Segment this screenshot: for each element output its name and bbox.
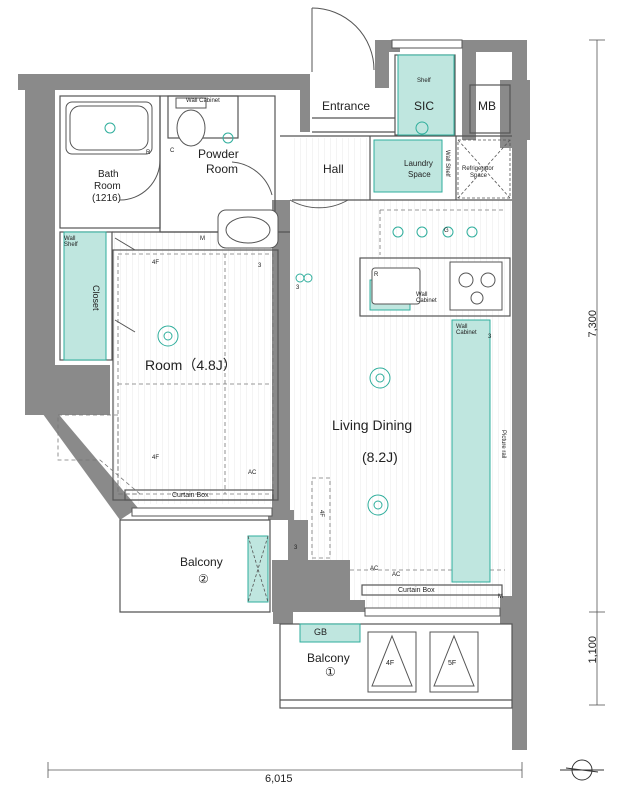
marker-m-b: M [498,594,503,600]
wall-shelf-closet [63,231,107,361]
fixtures [63,54,491,643]
lights [104,121,478,516]
marker-4f-b: 4F [152,455,160,461]
stair-4f-label: 4F [386,660,395,667]
living-dining-label-1: Living Dining [332,417,413,433]
dimension-width: 6,015 [265,773,293,785]
sic-label: SIC [414,99,435,113]
dimension-lines [47,39,605,778]
bath-room-label-3: (1216) [92,193,121,204]
hall-label: Hall [323,162,344,176]
balcony-1-number: ① [325,665,336,679]
refrigerator-space [457,139,511,199]
closet-label: Closet [91,285,101,311]
curtain-box-right-label: Curtain Box [398,587,435,594]
marker-4f-c: 4F [318,510,324,518]
shelf-label: Shelf [417,78,431,84]
marker-3-b: 3 [296,285,300,291]
refrigerator-label-1: Refrigerator [462,166,494,172]
hall-floor [290,138,370,200]
bath-room-label-2: Room [94,181,121,192]
balcony-1-label: Balcony [307,651,350,665]
powder-room-label-2: Room [206,162,239,176]
ceiling-lines [57,209,505,571]
marker-r-b: R [374,272,379,278]
wall-cabinet-strip [451,319,491,583]
shelf-block [397,54,455,136]
marker-g-a: G [444,228,449,234]
stair-5f-label: 5F [448,660,457,667]
wall-cabinet-kitchen-label: Wall Cabinet [416,292,437,304]
room-label: Room（4.8J） [145,357,237,373]
exterior-walls [18,40,530,750]
bathtub [65,101,153,155]
balcony2-hatch [247,535,269,603]
entrance-label: Entrance [322,99,371,113]
curtain-box-left-label: Curtain Box [172,492,209,499]
laundry-space [373,139,443,193]
wall-cabinet-right-label: Wall Cabinet [456,324,477,336]
marker-m-a: M [200,236,205,242]
wall-shelf-laundry-label: Wall Shelf [444,150,450,177]
marker-3-c: 3 [294,545,298,551]
wall-shelf-label: Wall Shelf [64,236,78,248]
gb-label: GB [314,627,328,637]
balcony-2-label: Balcony [180,555,223,569]
dimension-height-balcony: 1,100 [587,636,599,664]
living-dining-label-2: (8.2J) [362,449,398,465]
marker-4f-a: 4F [152,260,160,266]
windows [131,39,501,617]
doors [114,7,375,333]
laundry-label-2: Space [408,170,431,179]
marker-ac-c: AC [392,572,401,578]
balcony-2-number: ② [198,572,209,586]
marker-3-a: 3 [258,263,262,269]
room-floor [113,232,290,504]
marker-ac-b: AC [370,566,379,572]
picture-rail-label: Picture rail [500,430,506,459]
washbasin [217,209,279,249]
marker-3-d: 3 [488,334,492,340]
kitchen-sink [371,267,421,305]
powder-room-label-1: Powder [198,147,239,161]
bath-room-label-1: Bath [98,169,119,180]
wall-cabinet-top-label: Wall Cabinet [186,98,220,104]
laundry-label-1: Laundry [404,159,433,168]
marker-r-a: R [146,150,151,156]
mb-label: MB [478,99,496,113]
gb-box [299,623,361,643]
toilet [175,97,207,147]
marker-c-a: C [170,148,175,154]
dimension-height-main: 7,300 [587,310,599,338]
interior-walls [59,54,513,709]
refrigerator-label-2: Space [470,173,488,179]
stove [449,261,503,311]
marker-ac-a: AC [248,470,257,476]
north-arrow-icon [560,759,604,781]
stair-triangle-icon [367,631,479,693]
